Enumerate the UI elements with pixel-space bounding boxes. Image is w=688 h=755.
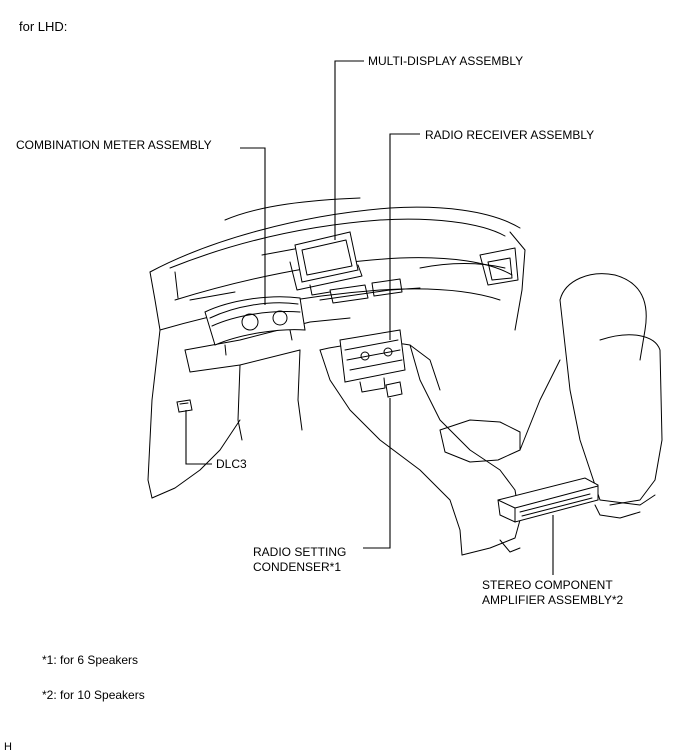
radio-setting-condenser-label-line1: RADIO SETTING [253,545,347,559]
combination-meter-drawing [204,296,306,356]
dlc3-drawing [176,399,193,413]
multi-display-drawing [289,231,363,296]
multi-display-label: MULTI-DISPLAY ASSEMBLY [368,54,524,68]
leader-lines [185,60,554,575]
stereo-amplifier-label-line2: AMPLIFIER ASSEMBLY*2 [482,593,624,607]
footnote-10-speakers: *2: for 10 Speakers [42,688,145,702]
seat-outline [519,273,663,519]
combination-meter-label: COMBINATION METER ASSEMBLY [16,138,212,152]
page-header: for LHD: [19,19,68,34]
radio-receiver-label: RADIO RECEIVER ASSEMBLY [425,128,595,142]
radio-condenser-drawing [385,381,403,398]
footer-code: H [4,741,12,753]
amplifier-drawing [497,477,599,523]
stereo-amplifier-label-line1: STEREO COMPONENT [482,578,613,592]
radio-receiver-drawing [339,329,406,393]
radio-setting-condenser-label-line2: CONDENSER*1 [253,560,342,574]
dashboard-outline [147,197,526,499]
footnote-6-speakers: *1: for 6 Speakers [42,653,139,667]
dlc3-label: DLC3 [216,457,247,471]
